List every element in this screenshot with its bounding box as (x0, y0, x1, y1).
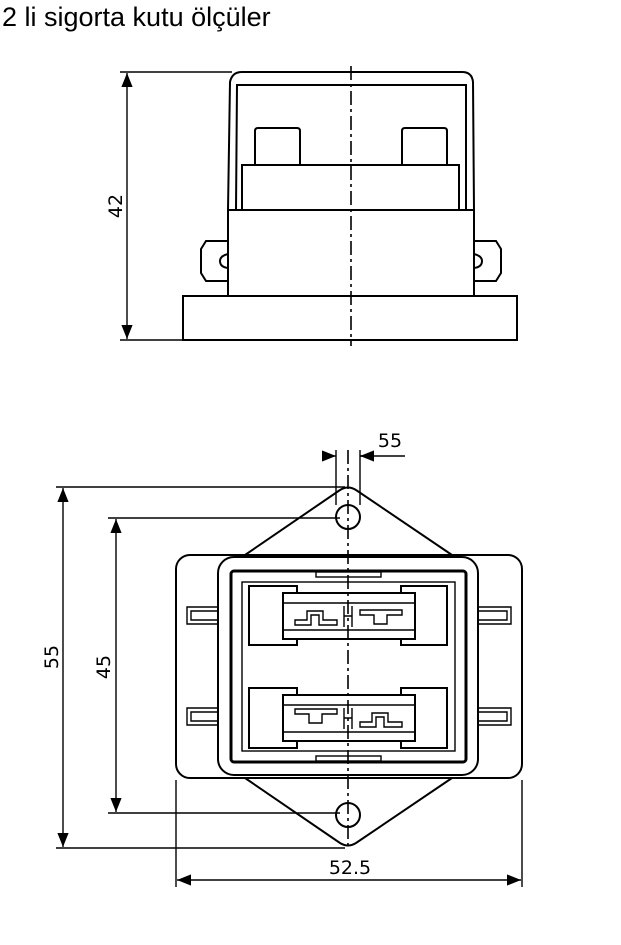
tab-right-top (478, 606, 512, 625)
mounting-plate (175, 554, 523, 779)
dimension-label-height: 42 (105, 194, 127, 218)
top-view: 55 55 45 52.5 (41, 430, 523, 887)
dimension-label-width: 52.5 (329, 857, 371, 879)
page-title: 2 li sigorta kutu ölçüler (2, 2, 271, 32)
side-view: 42 (105, 66, 518, 346)
tab-left-top (186, 606, 218, 625)
ear-left (200, 240, 228, 282)
terminal-left (254, 127, 301, 165)
fuse-holder-bottom (248, 687, 448, 749)
tab-right-bottom (478, 707, 512, 726)
terminal-right (401, 127, 448, 165)
ear-right (474, 240, 502, 282)
dimension-label-hole: 55 (378, 430, 402, 452)
tab-left-bottom (186, 707, 218, 726)
cover-outline (227, 71, 475, 211)
housing-frame (217, 556, 479, 776)
base-plate (182, 295, 518, 341)
dimension-label-hole-spacing: 45 (93, 655, 115, 679)
fuse-holder-top (248, 585, 448, 646)
dimension-label-total-height: 55 (41, 645, 63, 669)
